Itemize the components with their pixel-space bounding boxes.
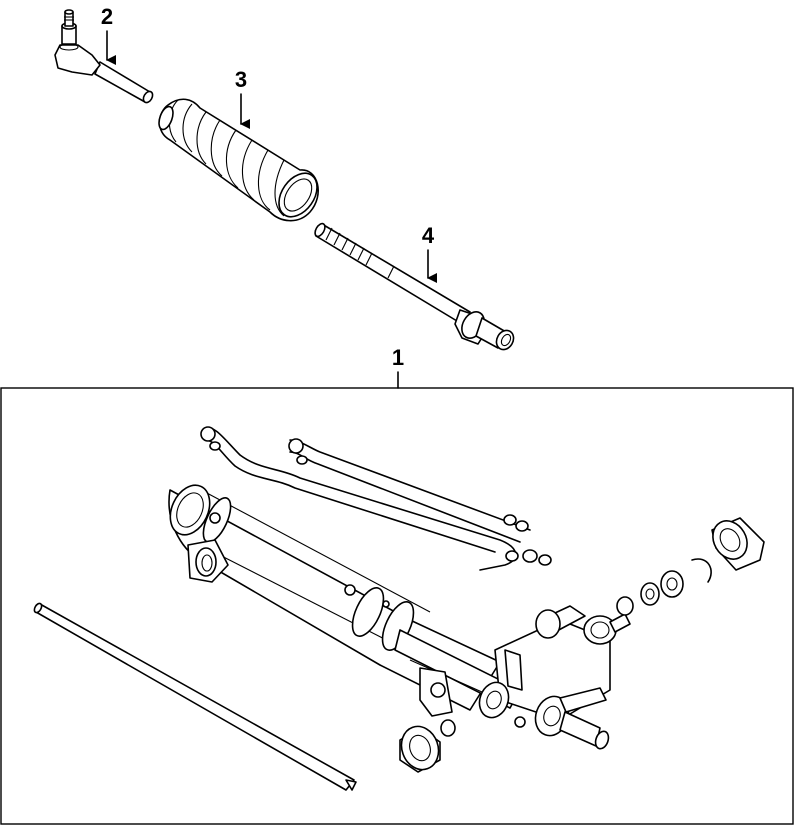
callout-3: 3 bbox=[235, 67, 250, 129]
callout-1: 1 bbox=[392, 345, 404, 389]
inner-tie-rod bbox=[314, 222, 515, 351]
svg-text:4: 4 bbox=[422, 223, 435, 248]
svg-text:1: 1 bbox=[392, 345, 404, 370]
outer-tie-rod-end bbox=[54, 9, 154, 104]
assembly-frame bbox=[0, 387, 794, 825]
callout-4: 4 bbox=[422, 223, 437, 283]
steering-gear-assembly bbox=[33, 426, 765, 791]
svg-text:3: 3 bbox=[235, 67, 247, 92]
boot bbox=[158, 98, 319, 222]
callout-2: 2 bbox=[101, 4, 116, 65]
svg-text:2: 2 bbox=[101, 4, 113, 29]
